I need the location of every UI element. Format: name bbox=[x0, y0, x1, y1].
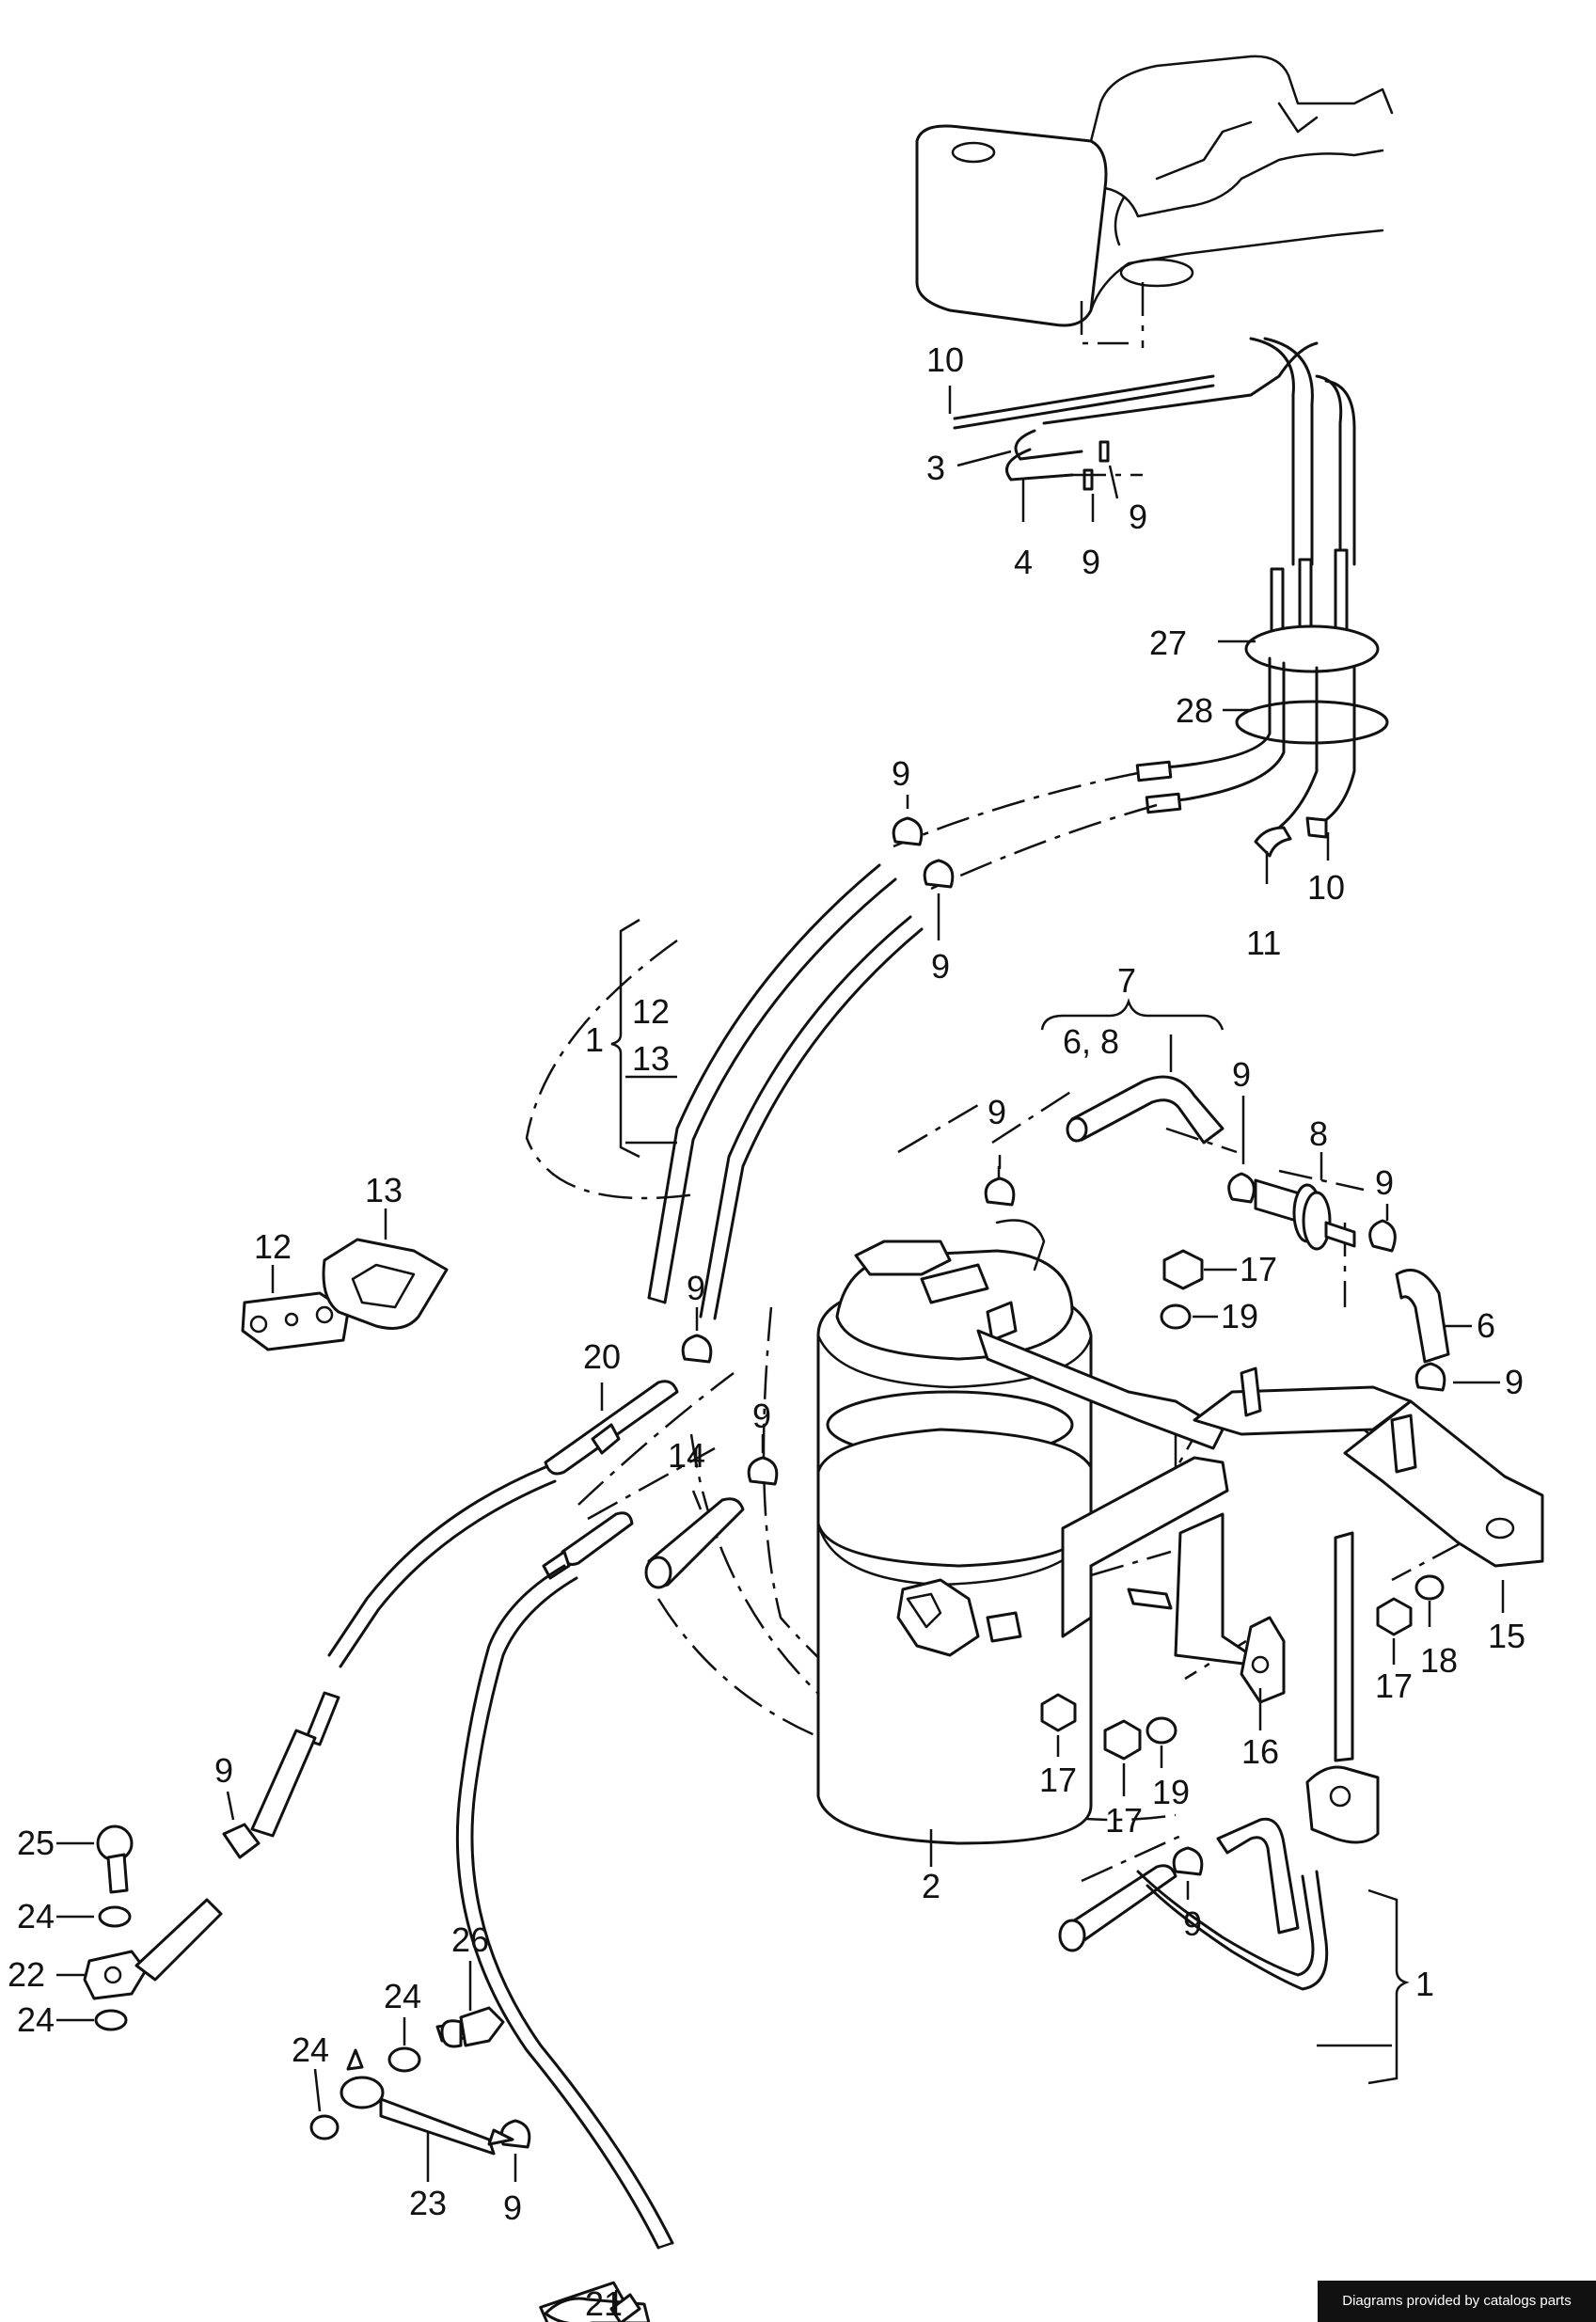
callout-9: 9 bbox=[988, 1093, 1006, 1131]
bracket-15 bbox=[1193, 1366, 1544, 1613]
callout-8: 8 bbox=[1309, 1114, 1328, 1153]
callout-22: 22 bbox=[8, 1955, 45, 1994]
callout-17: 17 bbox=[1375, 1666, 1413, 1705]
fasteners bbox=[1040, 1249, 1445, 1796]
callout-9: 9 bbox=[687, 1269, 705, 1307]
callout-19: 19 bbox=[1221, 1297, 1258, 1335]
callout-24: 24 bbox=[17, 1897, 55, 1935]
callout-9: 9 bbox=[892, 754, 910, 793]
clip-13 bbox=[322, 1208, 449, 1330]
callout-9: 9 bbox=[1505, 1363, 1524, 1401]
callout-12: 12 bbox=[254, 1227, 292, 1266]
callout-9: 9 bbox=[931, 947, 950, 986]
banjo-fittings bbox=[56, 1824, 514, 2182]
callout-2: 2 bbox=[922, 1867, 940, 1905]
callout-12: 12 bbox=[632, 992, 670, 1031]
hose-clamps bbox=[222, 795, 1500, 2182]
callout-15: 15 bbox=[1488, 1617, 1525, 1655]
fuel-sender-unit bbox=[1135, 548, 1389, 884]
callout-3: 3 bbox=[926, 449, 945, 487]
callout-9: 9 bbox=[1375, 1163, 1394, 1202]
callout-23: 23 bbox=[409, 2184, 447, 2222]
callout-10: 10 bbox=[1307, 868, 1345, 907]
callout-24: 24 bbox=[292, 2030, 329, 2069]
vent-line-group bbox=[948, 282, 1356, 566]
callout-9: 9 bbox=[503, 2188, 522, 2227]
callout-9: 9 bbox=[1129, 498, 1147, 536]
callout-19: 19 bbox=[1152, 1773, 1190, 1811]
callout-17: 17 bbox=[1039, 1761, 1077, 1799]
hoses-and-lines bbox=[250, 1380, 1329, 2322]
fuel-lines-12-13 bbox=[647, 863, 924, 1320]
charcoal-canister-2 bbox=[816, 1219, 1093, 1867]
callout-4: 4 bbox=[1014, 543, 1033, 581]
callout-9: 9 bbox=[1082, 543, 1100, 581]
credit-banner: Diagrams provided by catalogs parts bbox=[1318, 2281, 1596, 2322]
callout-28: 28 bbox=[1176, 691, 1213, 730]
callout-6: 6 bbox=[1477, 1306, 1495, 1345]
fuel-tank bbox=[915, 55, 1394, 327]
callout-14: 14 bbox=[668, 1436, 705, 1475]
vertical-pipe bbox=[1305, 1531, 1380, 1844]
callout-7: 7 bbox=[1117, 961, 1136, 1000]
clip-12 bbox=[241, 1265, 350, 1351]
callout-13: 13 bbox=[632, 1039, 670, 1078]
callout-1: 1 bbox=[585, 1020, 604, 1059]
callout-13: 13 bbox=[365, 1171, 403, 1209]
callout-20: 20 bbox=[583, 1337, 621, 1376]
callout-25: 25 bbox=[17, 1824, 55, 1862]
callout-9: 9 bbox=[752, 1397, 771, 1435]
callout-9: 9 bbox=[1232, 1055, 1251, 1094]
callout-18: 18 bbox=[1420, 1641, 1458, 1680]
grouping-braces bbox=[610, 918, 1410, 2085]
callout-27: 27 bbox=[1149, 624, 1187, 662]
callout-17: 17 bbox=[1240, 1250, 1277, 1288]
callout-9: 9 bbox=[214, 1751, 233, 1790]
callout-17: 17 bbox=[1105, 1801, 1143, 1840]
callout-21: 21 bbox=[585, 2284, 623, 2322]
fuel-filter-8 bbox=[1254, 1178, 1356, 1251]
hose-7-group bbox=[997, 998, 1472, 1364]
callout-24: 24 bbox=[384, 1977, 421, 2015]
callout-11: 11 bbox=[1246, 924, 1281, 962]
callout-24: 24 bbox=[17, 2000, 55, 2039]
callout-10: 10 bbox=[926, 340, 964, 379]
bracket-16 bbox=[976, 1329, 1286, 1730]
callout-26: 26 bbox=[451, 1920, 489, 1959]
callout-9: 9 bbox=[1183, 1904, 1202, 1943]
callout-labels: 10 3 4 9 9 27 28 9 9 10 11 1 12 13 7 6, … bbox=[8, 340, 1525, 2322]
callout-1: 1 bbox=[1415, 1965, 1434, 2003]
callout-16: 16 bbox=[1241, 1732, 1279, 1771]
callout-6-8: 6, 8 bbox=[1063, 1022, 1119, 1061]
